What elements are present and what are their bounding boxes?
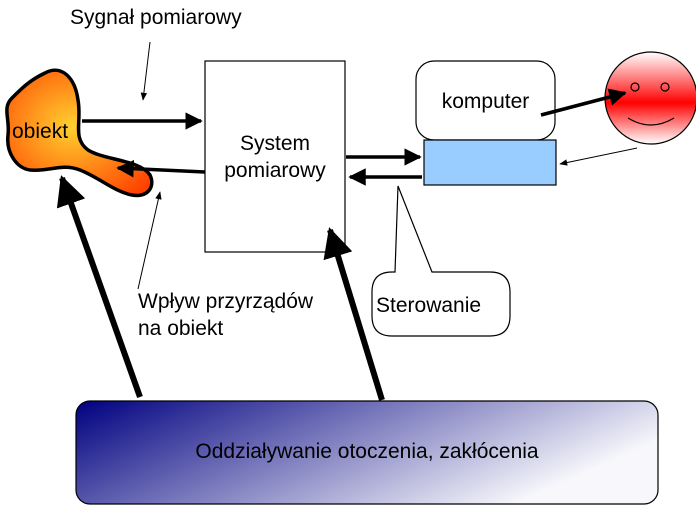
- system-label-line1: System: [239, 132, 310, 155]
- face-icon: [604, 51, 696, 145]
- arrow-env-to-object: [56, 175, 143, 399]
- measurement-signal-label: Sygnał pomiarowy: [70, 6, 242, 29]
- control-callout: [371, 185, 511, 337]
- computer-label: komputer: [441, 90, 530, 113]
- pointer-signal: [140, 41, 151, 101]
- influence-label-line1: Wpływ przyrządów: [138, 290, 314, 313]
- object-label: obiekt: [12, 120, 69, 143]
- measurement-system-box: [204, 60, 346, 253]
- system-label-line2: pomiarowy: [224, 159, 326, 182]
- instrument-influence-label: Wpływ przyrządów na obiekt: [138, 288, 313, 342]
- arrow-face-to-interface: [559, 147, 638, 166]
- interface-box: [423, 139, 557, 186]
- pointer-influence: [137, 191, 162, 290]
- arrow-env-to-system: [323, 227, 385, 401]
- control-label: Sterowanie: [376, 294, 482, 317]
- arrow-computer-to-face: [540, 88, 627, 117]
- influence-label-line2: na obiekt: [138, 317, 224, 340]
- environment-box: [75, 400, 659, 505]
- environment-label: Oddziaływanie otoczenia, zakłócenia: [195, 440, 539, 463]
- object-blob: [5, 68, 154, 198]
- arrow-system-to-object: [116, 159, 206, 178]
- system-label: System pomiarowy: [205, 130, 345, 184]
